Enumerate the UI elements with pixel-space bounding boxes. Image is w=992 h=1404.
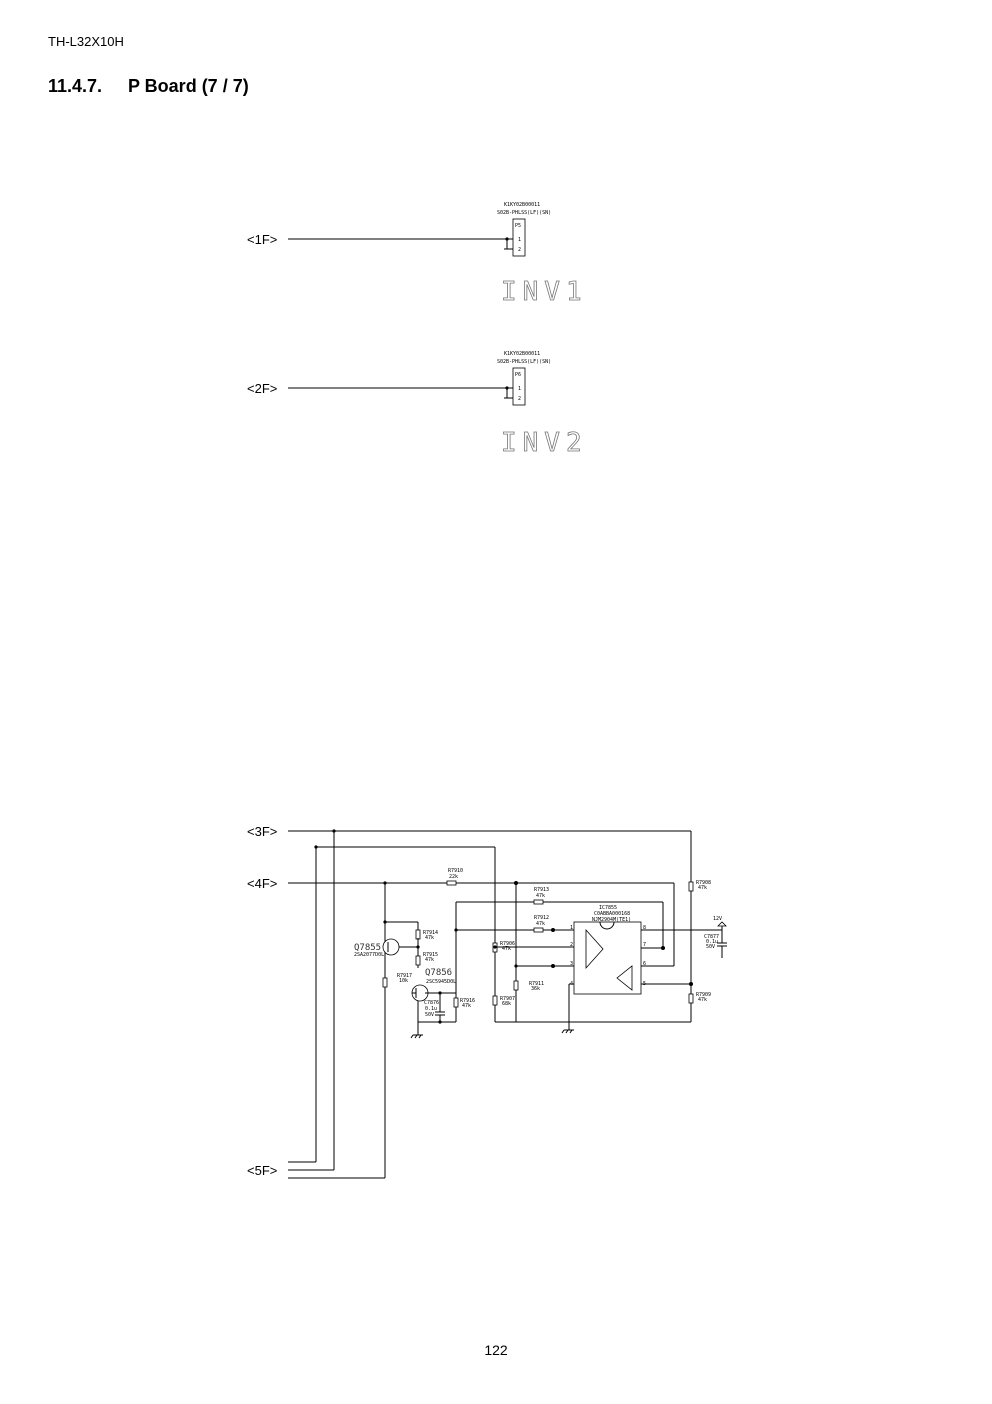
resistor-r7909 xyxy=(688,993,694,1004)
supply-12v-label: 12V xyxy=(713,916,722,922)
r7916-ref: R7916 xyxy=(460,998,475,1004)
r7915-val: 47k xyxy=(425,957,434,963)
ic7855-part: C0ABBA000168 xyxy=(594,911,630,917)
r7907-ref: R7907 xyxy=(500,996,515,1002)
p6-pin2-label: 2 xyxy=(518,396,521,402)
resistor-r7916 xyxy=(453,997,459,1008)
transistor-q7855 xyxy=(382,938,400,956)
connector-p5-body xyxy=(512,218,526,257)
junction xyxy=(689,982,693,986)
model-number: TH-L32X10H xyxy=(48,34,124,49)
r7909-ref: R7909 xyxy=(696,992,711,998)
p6-ref: P6 xyxy=(515,372,521,378)
net-3f-label: <3F> xyxy=(247,824,277,839)
p6-part-number: K1KY02B00011 xyxy=(504,351,540,357)
c7876-volt: 50V xyxy=(425,1012,434,1018)
p5-pin2-label: 2 xyxy=(518,247,521,253)
p5-part-number: K1KY02B00011 xyxy=(504,202,540,208)
r7909-val: 47k xyxy=(698,997,707,1003)
r7917-val: 10k xyxy=(399,978,408,984)
opamp-b xyxy=(616,965,633,991)
resistor-r7914 xyxy=(415,929,421,940)
ic-pin-8: 8 xyxy=(643,925,646,931)
q7856-part: 2SC5945D0L xyxy=(426,979,456,985)
r7907-val: 68k xyxy=(502,1001,511,1007)
resistor-r7910 xyxy=(446,880,457,886)
supply-12v-symbol xyxy=(717,921,727,927)
junction xyxy=(438,1020,442,1024)
r7910-val: 22k xyxy=(449,874,458,880)
r7906-val: 47k xyxy=(502,946,511,952)
net-1f-label: <1F> xyxy=(247,232,277,247)
resistor-r7908 xyxy=(688,881,694,892)
section-name: P Board (7 / 7) xyxy=(128,76,249,96)
ground-icon xyxy=(561,1029,574,1034)
r7910-ref: R7910 xyxy=(448,868,463,874)
ic-pin-2: 2 xyxy=(570,942,573,948)
r7917-ref: R7917 xyxy=(397,973,412,979)
connector-p6-body xyxy=(512,367,526,406)
connector-p5-group: K1KY02B00011 S02B-PHLSS(LF)(SN) P5 1 2 I… xyxy=(497,202,588,307)
ic-pin-7: 7 xyxy=(643,942,646,948)
section-number: 11.4.7. xyxy=(48,76,103,96)
page-number: 122 xyxy=(484,1342,508,1358)
resistor-r7911 xyxy=(513,980,519,991)
ic-pin-3: 3 xyxy=(570,961,573,967)
c7876-val: 0.1u xyxy=(425,1006,437,1012)
q7855-part: 2SA2077D0L xyxy=(354,952,384,958)
p5-ref: P5 xyxy=(515,223,521,229)
junction xyxy=(551,964,555,968)
r7913-val: 47k xyxy=(536,893,545,899)
junction xyxy=(551,928,555,932)
c7877-ref: C7877 xyxy=(704,934,719,940)
opamp-a xyxy=(585,928,604,970)
p6-description: S02B-PHLSS(LF)(SN) xyxy=(497,359,551,365)
q7855-ref: Q7855 xyxy=(354,943,381,953)
r7912-val: 47k xyxy=(536,921,545,927)
resistor-r7907 xyxy=(492,995,498,1006)
resistor-r7915 xyxy=(415,955,421,966)
resistor-r7917 xyxy=(382,977,388,988)
c7876-ref: C7876 xyxy=(424,1000,439,1006)
r7914-val: 47k xyxy=(425,935,434,941)
p6-pin1-label: 1 xyxy=(518,386,521,392)
junction xyxy=(314,845,318,849)
r7911-val: 36k xyxy=(531,986,540,992)
r7912-ref: R7912 xyxy=(534,915,549,921)
net-2f-label: <2F> xyxy=(247,381,277,396)
resistor-r7912 xyxy=(533,927,544,933)
r7915-ref: R7915 xyxy=(423,952,438,958)
net-5f-label: <5F> xyxy=(247,1163,277,1178)
p5-pin1-label: 1 xyxy=(518,237,521,243)
junction xyxy=(514,964,518,968)
r7911-ref: R7911 xyxy=(529,981,544,987)
ic7855-desc: NJM2904M(TE1) xyxy=(592,917,631,923)
net-4f-label: <4F> xyxy=(247,876,277,891)
r7908-ref: R7908 xyxy=(696,880,711,886)
p5-description: S02B-PHLSS(LF)(SN) xyxy=(497,210,551,216)
inv2-label: INV2 xyxy=(501,428,588,458)
c7877-volt: 50V xyxy=(706,944,715,950)
junction xyxy=(454,928,458,932)
r7914-ref: R7914 xyxy=(423,930,438,936)
ground-icon xyxy=(410,1034,423,1039)
section-title: 11.4.7. P Board (7 / 7) xyxy=(48,76,249,97)
r7916-val: 47k xyxy=(462,1003,471,1009)
ic-pin-1: 1 xyxy=(570,925,573,931)
r7906-ref: R7906 xyxy=(500,941,515,947)
c7877-val: 0.1u xyxy=(706,939,718,945)
ic-pin-6: 6 xyxy=(643,961,646,967)
ic7855-notch xyxy=(599,921,615,930)
inv1-label: INV1 xyxy=(501,277,588,307)
r7908-val: 47k xyxy=(698,885,707,891)
junction xyxy=(332,829,336,833)
connector-p6-group: K1KY02B00011 S02B-PHLSS(LF)(SN) P6 1 2 I… xyxy=(497,351,588,458)
ic7855-ref: IC7855 xyxy=(599,905,617,911)
junction xyxy=(493,945,497,949)
q7856-ref: Q7856 xyxy=(425,968,452,978)
junction xyxy=(661,946,665,950)
r7913-ref: R7913 xyxy=(534,887,549,893)
resistor-r7913 xyxy=(533,899,544,905)
